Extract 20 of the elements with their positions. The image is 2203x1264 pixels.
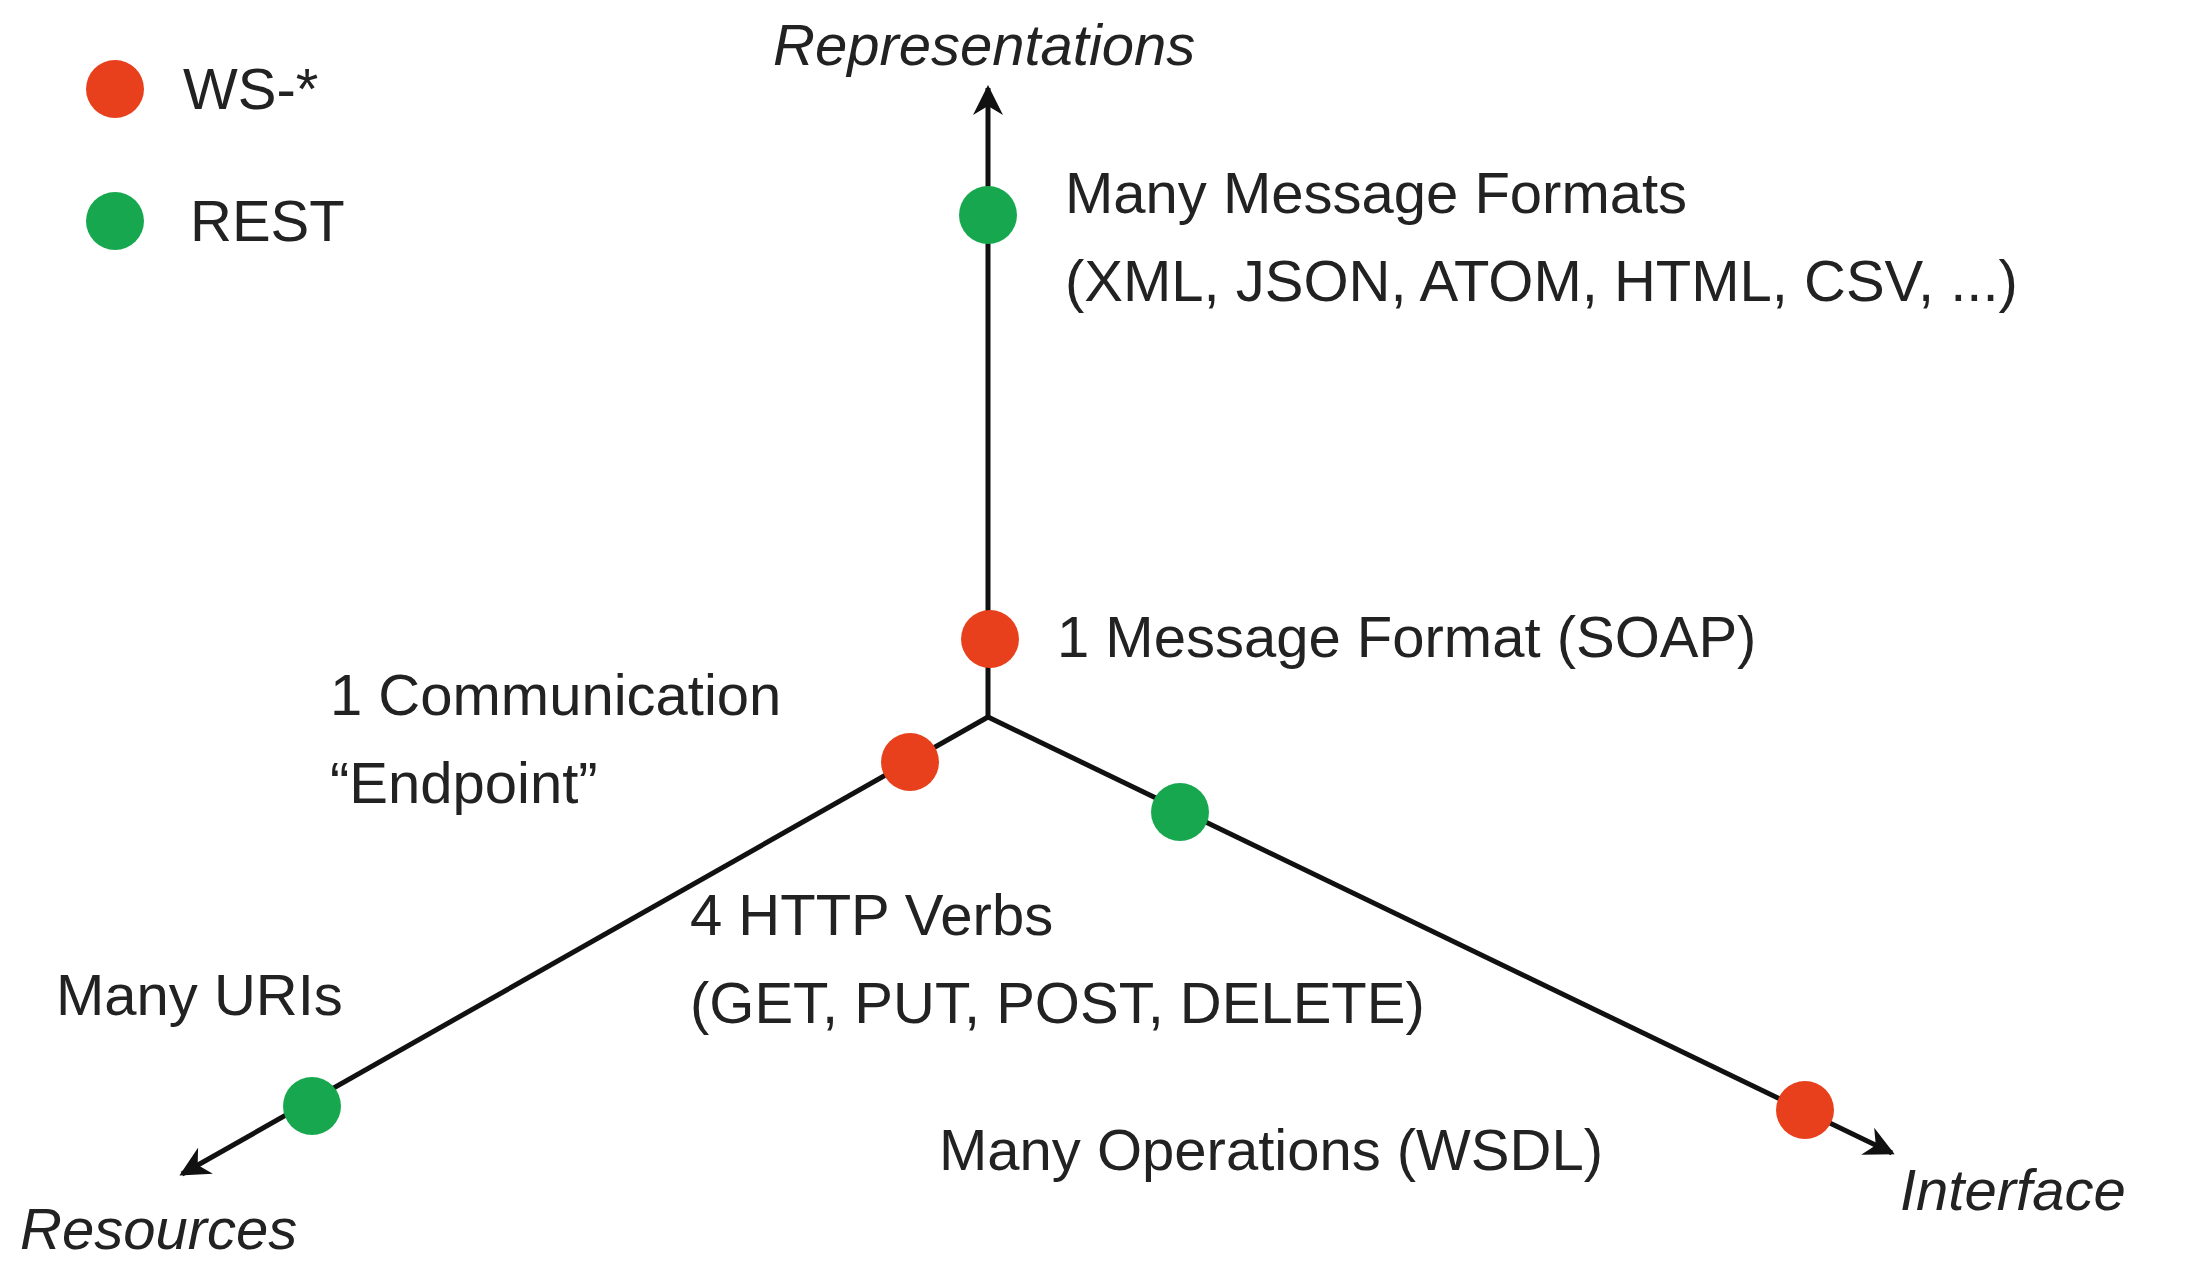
legend-text: REST — [190, 188, 345, 254]
dot-caption: Many Message Formats — [1065, 160, 1688, 226]
dot-marker — [881, 733, 939, 791]
dot-caption: Many URIs — [56, 962, 343, 1028]
dot-caption: 4 HTTP Verbs — [690, 882, 1054, 948]
dot-marker — [283, 1077, 341, 1135]
axis-label: Interface — [1900, 1157, 2126, 1223]
axis-label: Representations — [773, 12, 1196, 78]
dot-caption: (XML, JSON, ATOM, HTML, CSV, ...) — [1065, 248, 2018, 314]
dot-marker — [961, 610, 1019, 668]
dot-caption: 1 Communication — [330, 662, 782, 728]
dot-caption: “Endpoint” — [330, 750, 598, 816]
dot-caption: 1 Message Format (SOAP) — [1057, 604, 1757, 670]
axis-label: Resources — [20, 1196, 298, 1262]
dot-marker — [959, 186, 1017, 244]
dot-caption: Many Operations (WSDL) — [939, 1117, 1603, 1183]
dot-marker — [1776, 1081, 1834, 1139]
dot-marker — [1151, 783, 1209, 841]
dot-caption: (GET, PUT, POST, DELETE) — [690, 970, 1425, 1036]
legend-text: WS-* — [183, 56, 319, 122]
